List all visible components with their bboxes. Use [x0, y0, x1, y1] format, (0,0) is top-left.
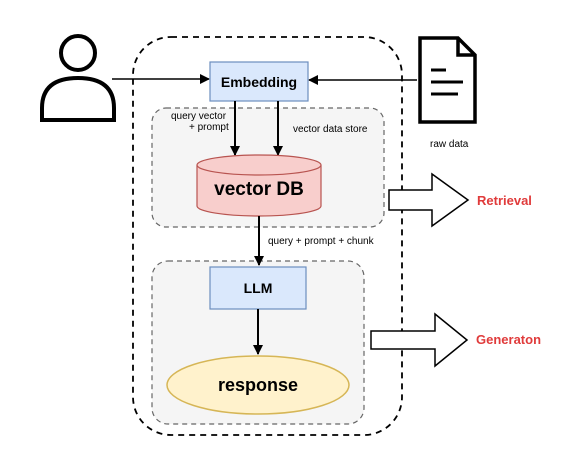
llm-node	[209, 266, 307, 310]
embedding-node	[209, 61, 309, 102]
query-prompt-chunk-label: query + prompt + chunk	[268, 236, 374, 247]
user-icon	[40, 34, 116, 122]
retrieval-stage-label: Retrieval	[477, 193, 532, 208]
response-label: response	[217, 374, 299, 395]
query-vector-label-line2: + prompt	[189, 122, 229, 133]
llm-label: LLM	[243, 280, 273, 296]
vector-data-store-label: vector data store	[293, 124, 368, 135]
generation-stage-label: Generaton	[476, 332, 542, 347]
raw-data-label: raw data	[430, 139, 469, 150]
generation-arrow	[370, 312, 469, 368]
document-icon	[418, 36, 477, 124]
embedding-label: Embedding	[220, 73, 298, 90]
response-node	[166, 355, 350, 415]
retrieval-arrow	[388, 172, 470, 228]
vector-db-label: vector DB	[214, 179, 304, 200]
query-vector-label-line1: query vector	[171, 111, 227, 122]
system-boundary	[132, 36, 403, 436]
